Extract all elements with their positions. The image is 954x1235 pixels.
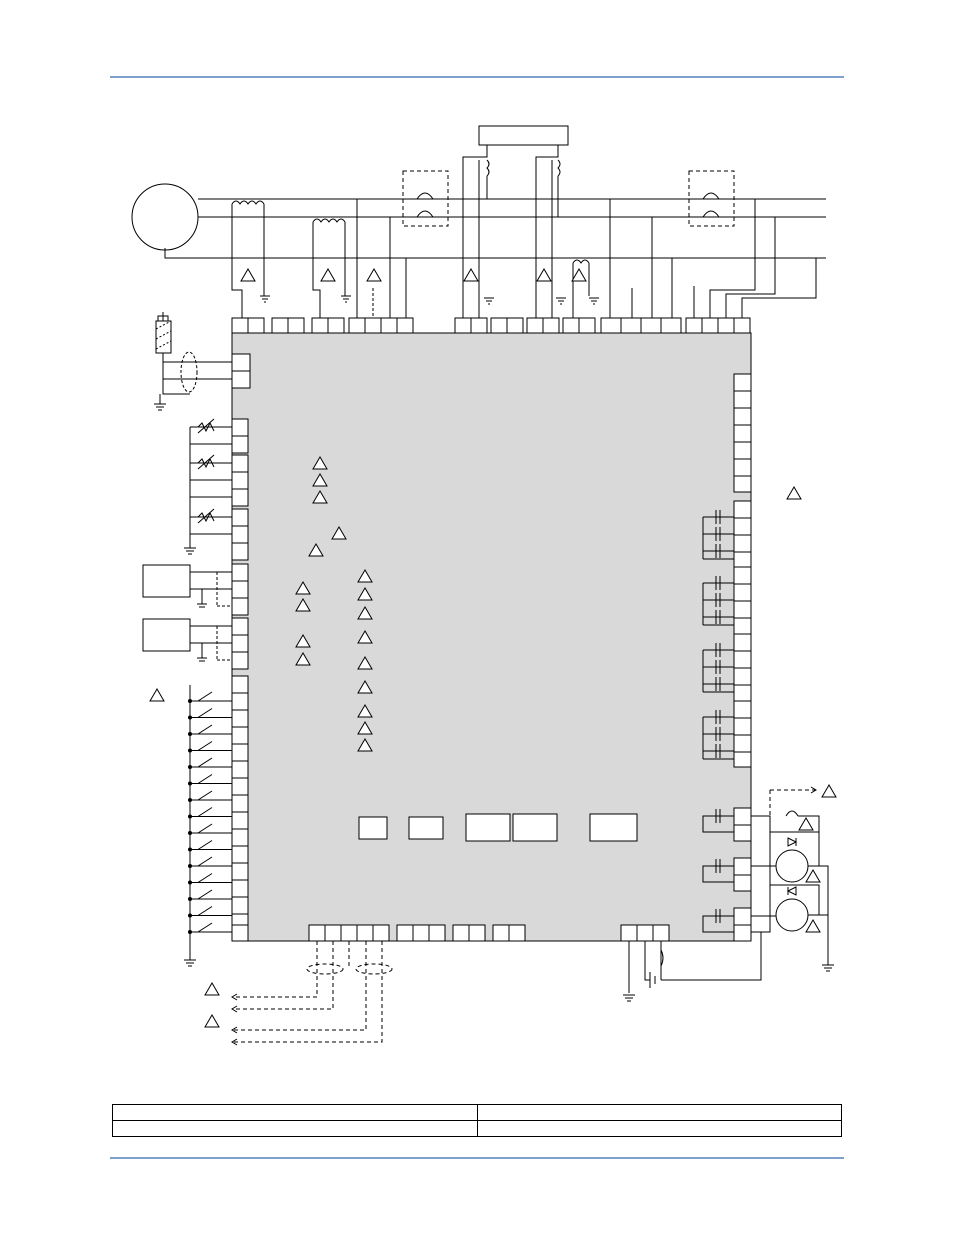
note-triangle-icon bbox=[786, 486, 802, 500]
note-triangle-icon bbox=[312, 473, 328, 487]
internal-blocks bbox=[358, 813, 638, 842]
note-triangle-icon bbox=[571, 268, 587, 282]
note-triangle-icon bbox=[357, 630, 373, 644]
output-contact-single bbox=[702, 809, 734, 833]
transducer bbox=[142, 564, 232, 662]
note-triangle-icon bbox=[805, 919, 821, 933]
arrow-heads bbox=[231, 786, 817, 1046]
contact-input-switch bbox=[188, 757, 232, 769]
current-transformer bbox=[231, 200, 590, 318]
note-triangle-icon bbox=[798, 817, 814, 831]
contact-input-switch bbox=[188, 807, 232, 819]
contact-input-switch bbox=[188, 906, 232, 918]
output-contact-single bbox=[702, 859, 734, 883]
contact-input-switch bbox=[188, 741, 232, 753]
top-terminals bbox=[231, 317, 751, 334]
note-triangle-icon bbox=[357, 656, 373, 670]
note-triangle-icon bbox=[295, 634, 311, 648]
note-triangle-icon bbox=[331, 526, 347, 540]
note-triangle-icon bbox=[805, 869, 821, 883]
table-cell bbox=[112, 1104, 478, 1121]
table-row bbox=[112, 1104, 842, 1121]
contact-input-switch bbox=[188, 823, 232, 835]
note-triangle-icon bbox=[295, 598, 311, 612]
note-triangle-icon bbox=[312, 490, 328, 504]
table-cell bbox=[112, 1120, 478, 1137]
contact-input-switch bbox=[188, 840, 232, 852]
sensor bbox=[154, 312, 232, 411]
note-triangle-icon bbox=[320, 268, 336, 282]
note-triangle-icon bbox=[149, 268, 837, 1028]
rtd-sensor bbox=[184, 418, 232, 555]
note-triangle-icon bbox=[308, 543, 324, 557]
output-contact-single bbox=[702, 909, 734, 933]
output-contact-group bbox=[702, 710, 734, 760]
contact-input-switch bbox=[188, 708, 232, 720]
note-triangle-icon bbox=[312, 456, 328, 470]
note-triangle-icon bbox=[536, 268, 552, 282]
note-triangle-icon bbox=[357, 569, 373, 583]
contact-input-switch bbox=[188, 691, 232, 703]
contact-input-switch bbox=[188, 922, 232, 934]
note-triangle-icon bbox=[204, 982, 220, 996]
generator bbox=[131, 183, 199, 251]
contact-input-switch bbox=[188, 724, 232, 736]
output-contact bbox=[702, 510, 734, 933]
motor bbox=[661, 815, 834, 981]
note-triangle-icon bbox=[240, 268, 256, 282]
note-triangle-icon bbox=[357, 587, 373, 601]
contact-input-switch bbox=[188, 774, 232, 786]
note-triangle-icon bbox=[357, 680, 373, 694]
ground-icon bbox=[260, 295, 599, 305]
table-cell bbox=[476, 1120, 842, 1137]
bus-drops bbox=[356, 199, 817, 318]
note-triangle-icon bbox=[149, 688, 165, 702]
footer-rule bbox=[110, 1157, 844, 1159]
contact-input-switch bbox=[188, 790, 232, 802]
note-triangle-icon bbox=[204, 1014, 220, 1028]
battery bbox=[623, 941, 664, 1002]
contact-input bbox=[188, 691, 232, 934]
table-row bbox=[112, 1120, 842, 1137]
fuse bbox=[402, 170, 735, 227]
note-triangle-icon bbox=[821, 784, 837, 798]
voltage-transformer-box bbox=[478, 125, 569, 146]
note-triangle-icon bbox=[463, 268, 479, 282]
legend-table bbox=[112, 1104, 842, 1137]
output-contact-group bbox=[702, 510, 734, 560]
ac-bus bbox=[164, 198, 826, 259]
contact-input-terminals bbox=[231, 675, 249, 942]
comm-lines bbox=[232, 941, 393, 1043]
left-terminals bbox=[231, 353, 251, 670]
table-cell bbox=[476, 1104, 842, 1121]
note-triangle-icon bbox=[295, 652, 311, 666]
note-triangle-icon bbox=[357, 738, 373, 752]
note-triangle-icon bbox=[357, 721, 373, 735]
note-triangle-icon bbox=[357, 704, 373, 718]
right-terminals bbox=[733, 373, 752, 942]
diode bbox=[786, 837, 798, 896]
output-contact-group bbox=[702, 643, 734, 693]
note-triangle-icon bbox=[357, 606, 373, 620]
fuse bbox=[769, 789, 820, 832]
contact-input-switch bbox=[188, 889, 232, 901]
note-triangle-icon bbox=[366, 268, 382, 282]
voltage-transformer-leads bbox=[462, 145, 561, 318]
controller-panel bbox=[231, 332, 752, 942]
header-rule bbox=[110, 76, 844, 78]
note-triangle-icon bbox=[295, 581, 311, 595]
contact-input-switch bbox=[188, 873, 232, 885]
contact-input-switch bbox=[188, 856, 232, 868]
output-contact-group bbox=[702, 576, 734, 626]
